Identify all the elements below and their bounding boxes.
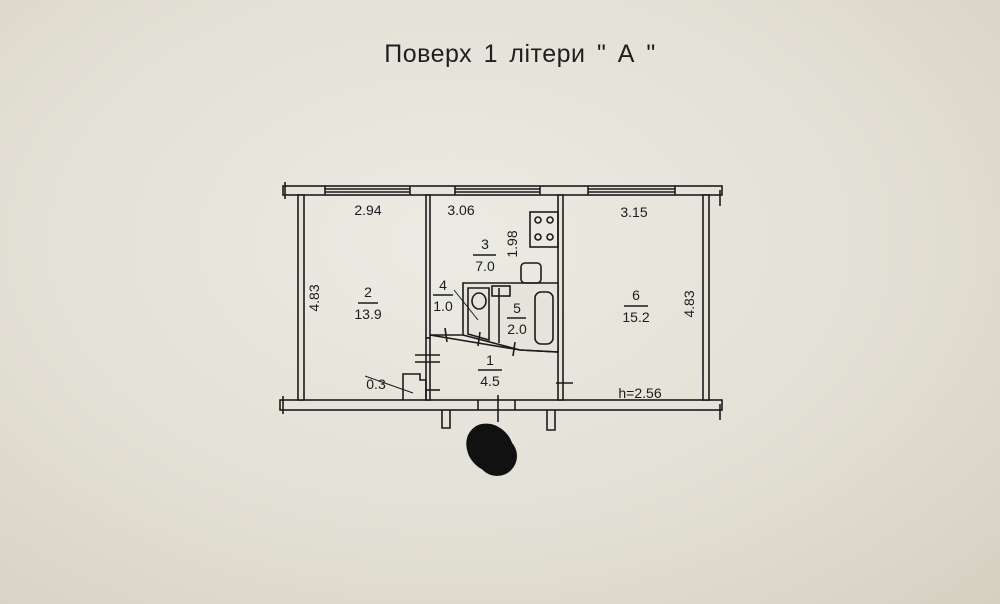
room-3-area: 7.0: [475, 258, 495, 274]
room-4-number: 4: [439, 277, 447, 293]
room-5-number: 5: [513, 300, 521, 316]
right-wall: [702, 194, 710, 401]
entrance-stub: [441, 410, 451, 429]
dim-room3-width: 3.06: [447, 202, 474, 218]
room-3-number: 3: [481, 236, 489, 252]
ink-blot: [466, 423, 517, 476]
room-5-area: 2.0: [507, 321, 527, 337]
bathtub-icon: [534, 291, 554, 345]
closet: [402, 373, 427, 400]
toilet-icon: [471, 292, 487, 310]
stove-icon: [529, 211, 559, 248]
ceiling-height: h=2.56: [618, 385, 661, 401]
room-1-area: 4.5: [480, 373, 500, 389]
left-wall: [297, 194, 305, 401]
room-6-number: 6: [632, 287, 640, 303]
dim-room2-depth: 4.83: [306, 284, 322, 311]
room-2-number: 2: [364, 284, 372, 300]
partition-room2-room3: [425, 194, 431, 339]
closet-area: 0.3: [366, 376, 386, 392]
dim-kitchen-depth: 1.98: [504, 230, 520, 257]
room-4-area: 1.0: [433, 298, 453, 314]
bottom-wall: [279, 399, 723, 411]
dim-room2-width: 2.94: [354, 202, 381, 218]
room-6-area: 15.2: [622, 309, 649, 325]
sink-icon: [520, 262, 542, 284]
room-1-number: 1: [486, 352, 494, 368]
page-title: Поверх 1 літери " А ": [384, 40, 656, 68]
dim-room6-depth: 4.83: [681, 290, 697, 317]
top-wall: [282, 185, 723, 196]
room-2-area: 13.9: [354, 306, 381, 322]
dim-room6-width: 3.15: [620, 204, 647, 220]
entrance-stub: [546, 410, 556, 431]
